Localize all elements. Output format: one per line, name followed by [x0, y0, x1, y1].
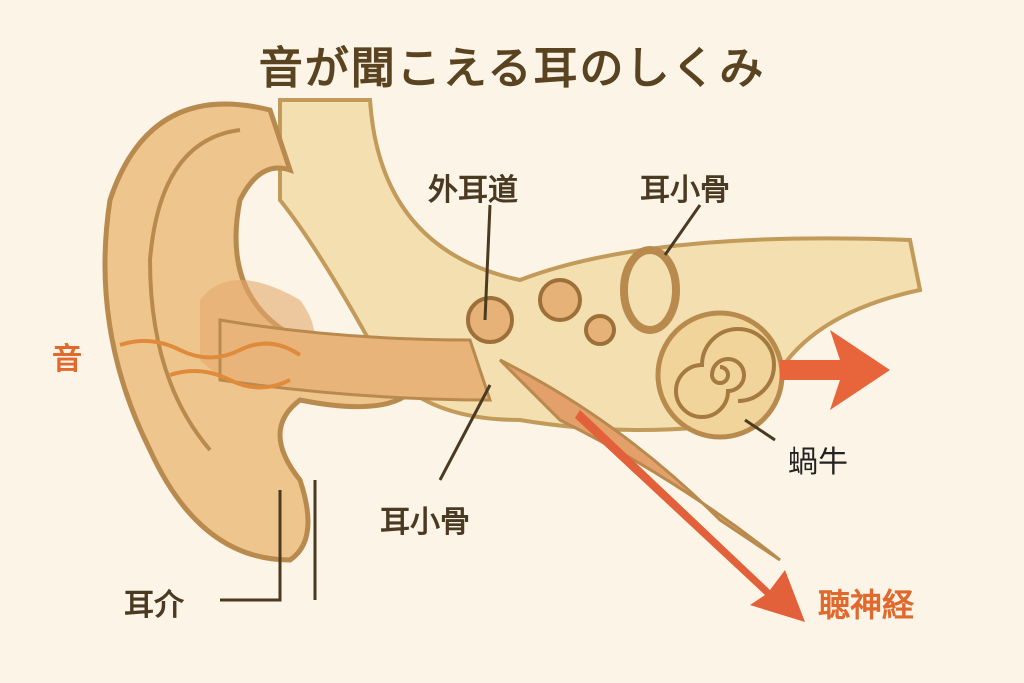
ossicles	[466, 278, 616, 346]
label-ear-canal: 外耳道	[428, 173, 518, 208]
signal-arrow-icon	[780, 330, 890, 410]
semicircular-canal	[620, 246, 680, 334]
diagram-title: 音が聞こえる耳のしくみ	[258, 43, 766, 94]
label-auditory-nerve: 聴神経	[818, 586, 915, 624]
label-sound: 音	[52, 342, 82, 377]
label-ossicles-top: 耳小骨	[640, 173, 730, 208]
label-ossicles-bottom: 耳小骨	[380, 505, 470, 540]
nerve-arrow-icon	[575, 410, 805, 622]
leader-lines	[220, 204, 776, 602]
sound-wave-icon	[169, 369, 291, 390]
sound-wave-icon	[119, 339, 302, 360]
label-cochlea: 蝸牛	[788, 445, 848, 480]
cochlea-spiral	[674, 327, 776, 419]
auricle-fold	[147, 128, 241, 452]
label-auricle: 耳介	[124, 588, 184, 623]
